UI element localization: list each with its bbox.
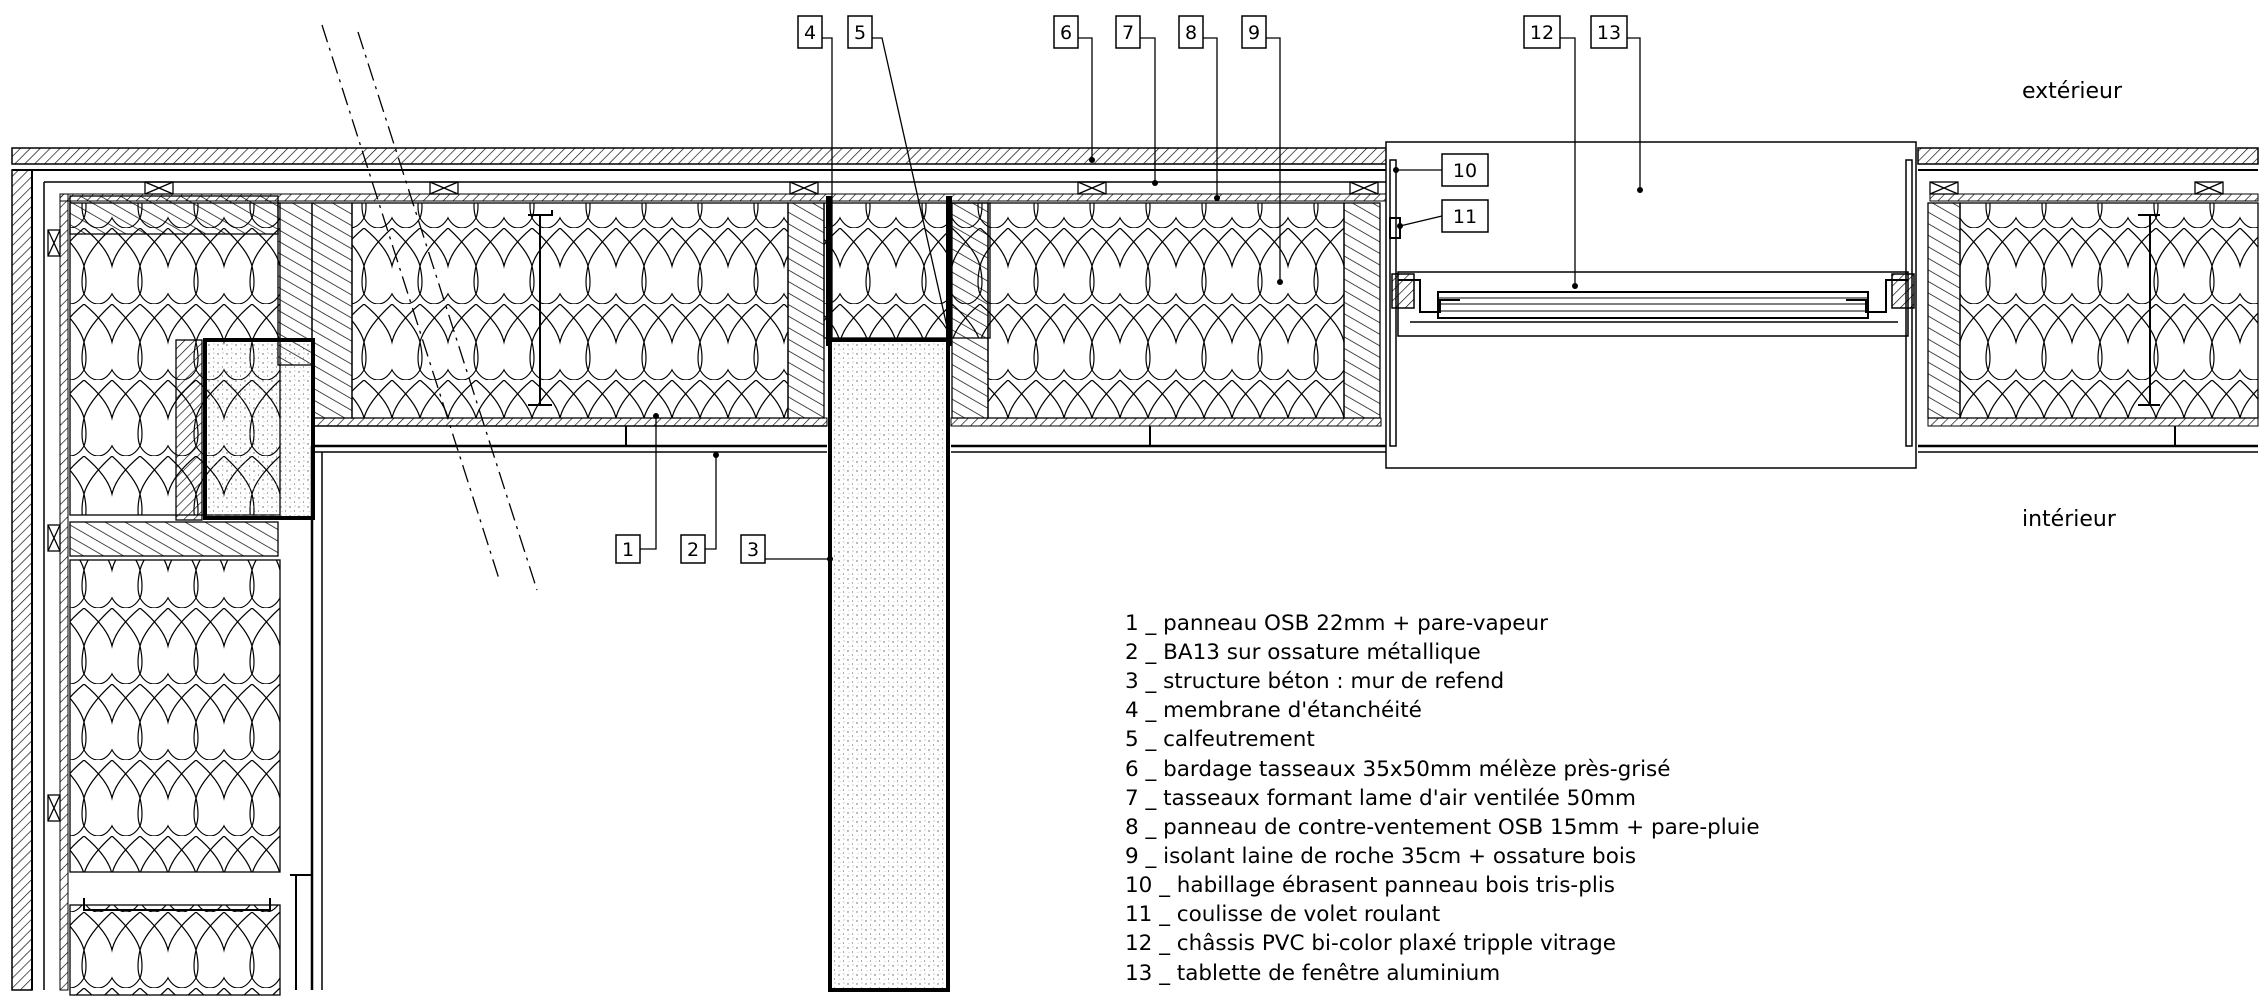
legend-item: 12 _ châssis PVC bi-color plaxé tripple … <box>1125 931 1616 956</box>
leader-dots <box>653 157 1643 562</box>
legend-item: 10 _ habillage ébrasent panneau bois tri… <box>1125 873 1615 898</box>
callout-tag: 12 <box>1523 15 1561 49</box>
callout-number-4: 4 <box>804 22 816 44</box>
callout-number-3: 3 <box>747 539 759 561</box>
callout-tag: 13 <box>1590 15 1628 49</box>
concrete-column <box>203 338 315 520</box>
window-assembly <box>1385 141 1917 469</box>
callout-tag: 8 <box>1178 15 1204 49</box>
callout-number-2: 2 <box>687 539 699 561</box>
legend-item: 9 _ isolant laine de roche 35cm + ossatu… <box>1125 844 1636 869</box>
interior-lining <box>290 417 2259 990</box>
legend-item: 11 _ coulisse de volet roulant <box>1125 902 1440 927</box>
callout-tag: 1 <box>615 534 641 564</box>
callout-tag: 5 <box>847 15 873 49</box>
callout-number-6: 6 <box>1060 22 1072 44</box>
callout-number-9: 9 <box>1248 22 1260 44</box>
legend-item: 3 _ structure béton : mur de refend <box>1125 669 1504 694</box>
callout-number-12: 12 <box>1530 22 1554 44</box>
callout-tag: 10 <box>1441 153 1489 187</box>
callout-number-1: 1 <box>622 539 634 561</box>
legend: 1 _ panneau OSB 22mm + pare-vapeur 2 _ B… <box>1125 611 1760 986</box>
callout-number-5: 5 <box>854 22 866 44</box>
insulation <box>69 202 2259 996</box>
callout-tag: 11 <box>1441 199 1489 233</box>
callout-number-13: 13 <box>1597 22 1621 44</box>
callout-number-10: 10 <box>1453 160 1477 182</box>
callout-tag: 7 <box>1115 15 1141 49</box>
cut-lines <box>321 24 538 591</box>
concrete-wall <box>826 196 952 992</box>
callout-number-8: 8 <box>1185 22 1197 44</box>
legend-item: 4 _ membrane d'étanchéité <box>1125 698 1422 723</box>
leader-lines <box>640 37 1641 560</box>
timber-studs <box>69 195 1961 557</box>
interior-label: intérieur <box>2022 507 2117 532</box>
callout-number-11: 11 <box>1453 206 1477 228</box>
callout-number-7: 7 <box>1122 22 1134 44</box>
legend-item: 2 _ BA13 sur ossature métallique <box>1125 640 1481 665</box>
callout-tag: 6 <box>1053 15 1079 49</box>
callout-tag: 9 <box>1241 15 1267 49</box>
callout-tag: 4 <box>797 15 823 49</box>
legend-item: 13 _ tablette de fenêtre aluminium <box>1125 961 1500 986</box>
legend-item: 1 _ panneau OSB 22mm + pare-vapeur <box>1125 611 1548 636</box>
metal-studs <box>83 210 2160 911</box>
legend-item: 5 _ calfeutrement <box>1125 727 1315 752</box>
callout-tag: 3 <box>740 534 766 564</box>
legend-item: 8 _ panneau de contre-ventement OSB 15mm… <box>1125 815 1760 840</box>
legend-item: 6 _ bardage tasseaux 35x50mm mélèze près… <box>1125 757 1671 782</box>
legend-item: 7 _ tasseaux formant lame d'air ventilée… <box>1125 786 1636 811</box>
exterior-cladding <box>11 147 2259 991</box>
exterior-label: extérieur <box>2022 79 2123 104</box>
callout-tag: 2 <box>680 534 706 564</box>
